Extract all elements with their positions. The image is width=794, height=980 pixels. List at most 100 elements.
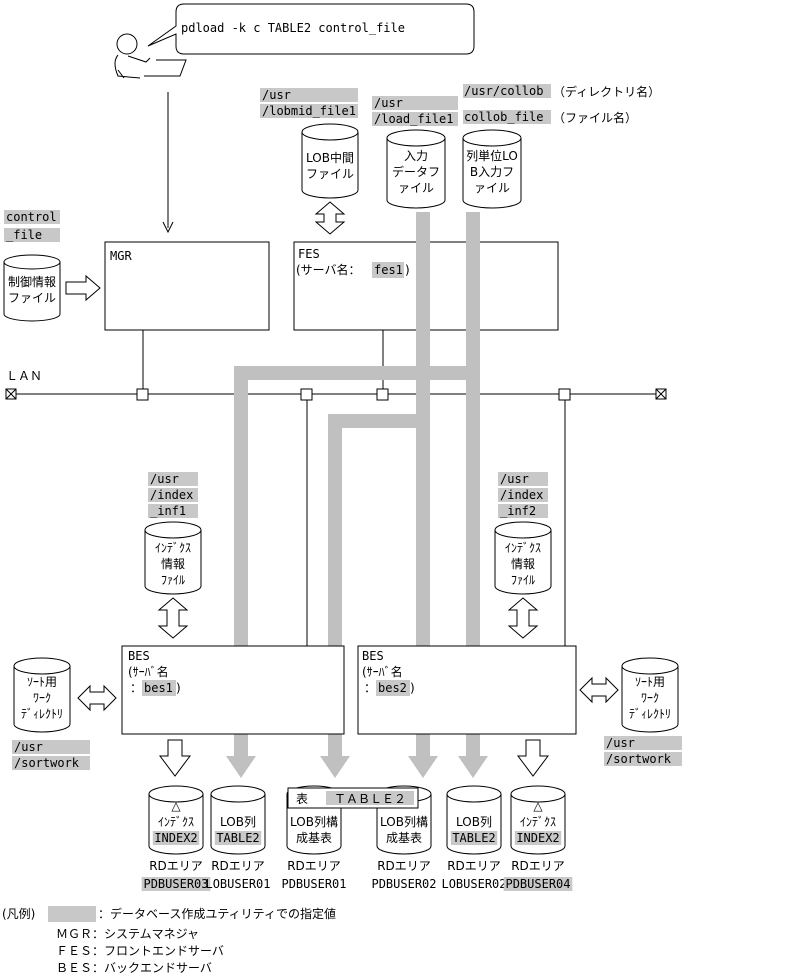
lan-node-fes — [376, 388, 389, 401]
legend: (凡例) ：データベース作成ユティリティでの指定値 ＭＧＲ：システムマネジャ Ｆ… — [2, 906, 336, 975]
rd-label: RDエリア — [211, 859, 265, 873]
collob-path: /usr/collob （ディレクトリ名） collob_file （ファイル名… — [463, 84, 660, 125]
bes2-box: BES (ｻｰﾊﾞ名 ： bes2 ) — [357, 645, 577, 735]
index-info-file-1: ｲﾝﾃﾞｸｽ 情報 ﾌｧｲﾙ — [144, 521, 202, 595]
sort2-bes2-double-arrow — [579, 676, 619, 704]
svg-text:表: 表 — [296, 792, 308, 806]
svg-text:ｲﾝﾃﾞｸｽ: ｲﾝﾃﾞｸｽ — [155, 541, 191, 555]
sortwork-path-2: /usr /sortwork — [604, 736, 682, 766]
control-file: 制御情報 ファイル — [3, 254, 61, 322]
svg-text:B入力フ: B入力フ — [470, 165, 514, 179]
control-to-mgr-arrow — [65, 274, 101, 302]
rd-label: PDBUSER02 — [371, 877, 436, 891]
rd-label: RDエリア — [447, 859, 501, 873]
svg-text:): ) — [405, 263, 410, 277]
svg-text:ＦＥＳ：フロントエンドサーバ: ＦＥＳ：フロントエンドサーバ — [56, 944, 224, 958]
bes1-box: BES (ｻｰﾊﾞ名 ： bes1 ) — [121, 645, 345, 735]
lobmid-path: /usr /lobmid_file1 — [260, 88, 358, 118]
svg-text:_inf2: _inf2 — [500, 504, 536, 518]
rd-label: LOB列構 — [380, 815, 428, 829]
rd-label: LOBUSER02 — [441, 877, 506, 891]
rd-label: LOB列 — [456, 815, 492, 829]
svg-text:bes2: bes2 — [378, 681, 407, 695]
svg-text:/index: /index — [500, 488, 543, 502]
rd-label: RDエリア — [287, 859, 341, 873]
command-text: pdload -k c TABLE2 control_file — [181, 21, 405, 35]
lob-mid-file: LOB中間 ファイル — [301, 123, 359, 199]
svg-text:データフ: データフ — [392, 164, 440, 179]
index1-bes1-double-arrow — [157, 597, 189, 639]
rd-label: LOB列構 — [290, 815, 338, 829]
svg-text:(サーバ名：: (サーバ名： — [296, 262, 361, 277]
svg-text:/lobmid_file1: /lobmid_file1 — [262, 104, 356, 118]
svg-text:ＭＧＲ：システムマネジャ: ＭＧＲ：システムマネジャ — [56, 927, 199, 941]
rd-label: ｲﾝﾃﾞｸｽ — [158, 815, 194, 829]
svg-text:入力: 入力 — [404, 149, 428, 163]
input-data-file: 入力 データフ ァイル — [386, 129, 446, 209]
svg-text:ﾌｧｲﾙ: ﾌｧｲﾙ — [511, 573, 535, 587]
index-inf2-path: /usr /index _inf2 — [498, 472, 548, 518]
svg-text:ｿｰﾄ用: ｿｰﾄ用 — [635, 675, 665, 689]
rd-label: ｲﾝﾃﾞｸｽ — [520, 815, 556, 829]
svg-text:/usr: /usr — [374, 96, 403, 110]
svg-text:ＢＥＳ：バックエンドサーバ: ＢＥＳ：バックエンドサーバ — [56, 961, 212, 975]
svg-text:ﾜｰｸ: ﾜｰｸ — [641, 691, 659, 705]
svg-text:/usr: /usr — [606, 736, 635, 750]
lan-terminator-right — [655, 388, 667, 400]
svg-text:ファイル: ファイル — [8, 291, 56, 305]
index-inf1-path: /usr /index _inf1 — [148, 472, 198, 518]
svg-text:列単位LO: 列単位LO — [466, 148, 518, 163]
svg-text:/index: /index — [150, 488, 193, 502]
svg-text:制御情報: 制御情報 — [8, 274, 56, 289]
svg-text:_inf1: _inf1 — [150, 504, 186, 518]
rd-areas: △ｲﾝﾃﾞｸｽINDEX2RDエリアPDBUSER03LOB列TABLE2RDエ… — [141, 785, 573, 891]
svg-text:/usr: /usr — [500, 472, 529, 486]
rd-label: △ — [171, 799, 181, 813]
command-bubble: pdload -k c TABLE2 control_file — [147, 3, 475, 55]
svg-text:BES: BES — [362, 649, 384, 663]
bes1-to-index-arrow — [159, 739, 191, 777]
svg-text:：: ： — [130, 681, 142, 695]
svg-text:(凡例): (凡例) — [2, 907, 35, 921]
lobmid-fes-double-arrow — [314, 201, 346, 235]
svg-text:（ディレクトリ名）: （ディレクトリ名） — [553, 84, 660, 99]
sort-work-dir-2: ｿｰﾄ用 ﾜｰｸ ﾃﾞｨﾚｸﾄﾘ — [621, 657, 679, 733]
bes2-to-index-arrow — [517, 739, 549, 777]
svg-text:_file: _file — [6, 228, 42, 242]
svg-text:(ｻｰﾊﾞ名: (ｻｰﾊﾞ名 — [128, 664, 169, 679]
svg-text:/usr: /usr — [150, 472, 179, 486]
rd-label: RDエリア — [511, 859, 565, 873]
lan-node-bes1 — [300, 388, 313, 401]
lan-label: ＬＡＮ — [6, 369, 42, 383]
svg-text:MGR: MGR — [110, 249, 132, 263]
svg-text:bes1: bes1 — [144, 681, 173, 695]
rd-label: 成基表 — [386, 831, 422, 845]
svg-text:情報: 情報 — [161, 557, 185, 571]
rd-label: TABLE2 — [216, 831, 259, 845]
col-lob-input-file: 列単位LO B入力フ ァイル — [462, 129, 522, 209]
rd-label: INDEX2 — [154, 831, 197, 845]
rd-label: RDエリア — [149, 859, 203, 873]
svg-text:): ) — [410, 681, 415, 695]
rd-label: 成基表 — [296, 831, 332, 845]
svg-text:ﾌｧｲﾙ: ﾌｧｲﾙ — [161, 573, 185, 587]
svg-text:BES: BES — [128, 649, 150, 663]
svg-text:collob_file: collob_file — [464, 110, 543, 124]
legend-highlight-swatch — [48, 906, 96, 922]
load-path: /usr /load_file1 — [372, 96, 458, 126]
svg-text:/load_file1: /load_file1 — [374, 112, 453, 126]
sort-work-dir-1: ｿｰﾄ用 ﾜｰｸ ﾃﾞｨﾚｸﾄﾘ — [13, 657, 71, 733]
rd-label: TABLE2 — [452, 831, 495, 845]
rd-label: LOB列 — [220, 815, 256, 829]
svg-text:ﾜｰｸ: ﾜｰｸ — [33, 691, 51, 705]
svg-text:control: control — [6, 210, 57, 224]
svg-text:/usr: /usr — [262, 88, 291, 102]
user-icon — [114, 33, 187, 79]
sortwork-path-1: /usr /sortwork — [12, 740, 90, 770]
svg-text:：: ： — [364, 681, 376, 695]
svg-text:情報: 情報 — [511, 557, 535, 571]
svg-text:/usr/collob: /usr/collob — [464, 84, 543, 98]
